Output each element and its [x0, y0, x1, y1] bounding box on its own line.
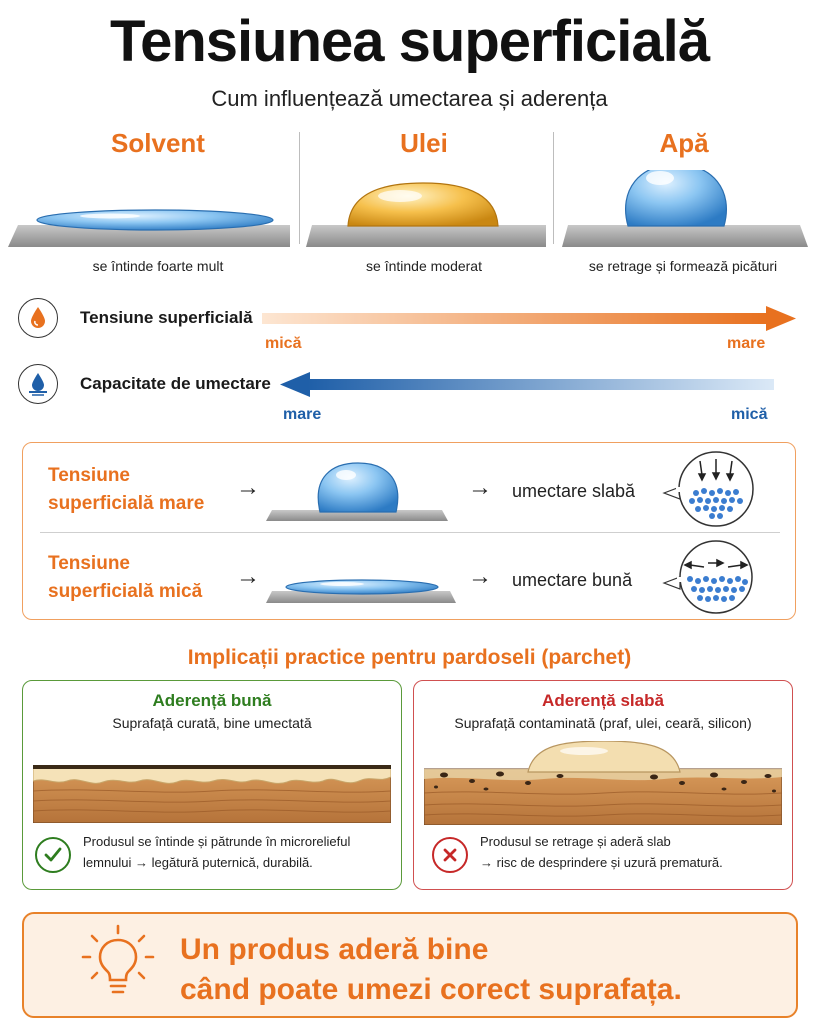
solvent-title: Solvent	[111, 128, 205, 158]
molecule-zoom-converging	[662, 451, 754, 527]
orange-drop-icon	[18, 298, 58, 338]
wetting-arrow	[280, 372, 774, 397]
check-icon	[35, 837, 71, 873]
surface-oil	[306, 225, 546, 247]
good-adhesion-subtitle: Suprafață curată, bine umectată	[112, 715, 312, 731]
water-title: Apă	[659, 128, 709, 158]
weak-adhesion-description: Produsul se retrage și aderă slab → risc…	[480, 834, 723, 870]
arrow-icon: →	[468, 474, 492, 501]
column-divider	[553, 132, 554, 244]
good-adhesion-wood-illustration	[33, 765, 391, 823]
tension-scale-label: Tensiune superficială	[80, 308, 253, 327]
tension-end-label: mare	[727, 335, 766, 352]
surface-solvent	[8, 225, 290, 247]
high-tension-drop-illustration	[266, 462, 448, 521]
blue-drop-icon	[18, 364, 58, 404]
arrow-icon: →	[236, 474, 260, 501]
good-adhesion-description: Produsul se întinde și pătrunde în micro…	[83, 834, 351, 870]
molecule-zoom-spreading	[662, 540, 753, 614]
oil-caption: se întinde moderat	[366, 258, 482, 274]
droplets-illustration	[8, 170, 808, 247]
key-takeaway-box	[22, 912, 798, 1018]
x-icon	[432, 837, 468, 873]
wetting-scale-label: Capacitate de umectare	[80, 374, 271, 393]
wetting-end-label: mică	[731, 406, 768, 423]
weak-adhesion-title: Aderență slabă	[542, 691, 664, 710]
good-wetting-result: umectare bună	[512, 570, 633, 590]
good-adhesion-title: Aderență bună	[152, 691, 272, 710]
surface-water	[562, 225, 808, 247]
implications-title: Implicații practice pentru pardoseli (pa…	[187, 646, 632, 669]
high-tension-label: Tensiune superficială mare	[48, 465, 205, 514]
page-title: Tensiunea superficială	[109, 9, 710, 74]
lightbulb-icon	[81, 924, 155, 994]
arrow-icon: →	[468, 563, 492, 590]
low-tension-label: Tensiune superficială mică	[48, 553, 203, 602]
good-adhesion-card: Aderență bună Suprafață curată, bine ume…	[22, 680, 402, 890]
tension-arrow	[262, 306, 796, 331]
weak-adhesion-card: Aderență slabă Suprafață contaminată (pr…	[413, 680, 793, 890]
weak-wetting-result: umectare slabă	[512, 481, 636, 501]
weak-adhesion-subtitle: Suprafață contaminată (praf, ulei, ceară…	[454, 715, 752, 731]
arrow-icon: →	[236, 563, 260, 590]
water-caption: se retrage și formează picături	[588, 258, 778, 274]
tension-start-label: mică	[265, 335, 302, 352]
solvent-caption: se întinde foarte mult	[92, 258, 224, 274]
solvent-drop	[36, 209, 274, 231]
oil-title: Ulei	[400, 128, 448, 158]
key-takeaway-text: Un produs aderă bine când poate umezi co…	[180, 933, 682, 1006]
panel-divider	[40, 532, 780, 533]
water-drop	[625, 170, 727, 227]
page-subtitle: Cum influențează umectarea și aderența	[211, 86, 608, 111]
comparison-panel	[22, 442, 796, 620]
column-divider	[299, 132, 300, 244]
low-tension-drop-illustration	[266, 579, 456, 603]
wetting-start-label: mare	[283, 406, 322, 423]
oil-drop	[347, 182, 499, 227]
weak-adhesion-wood-illustration	[424, 741, 782, 825]
